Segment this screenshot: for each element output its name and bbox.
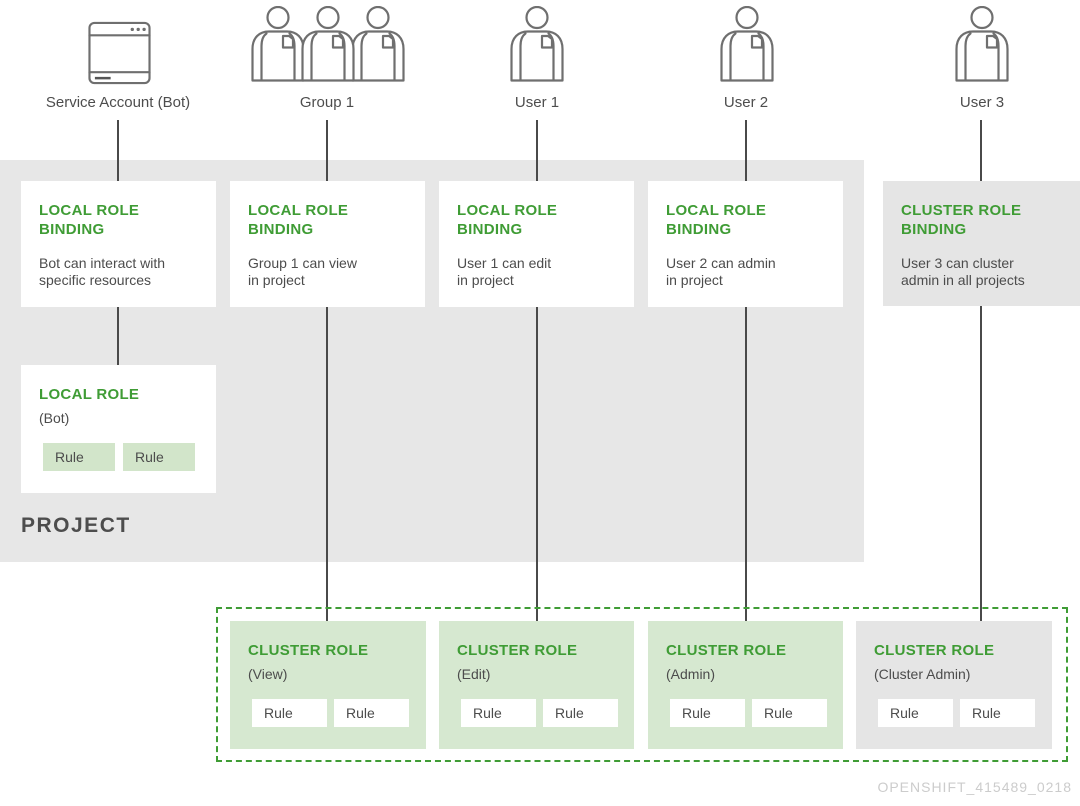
card-title: CLUSTER ROLE BINDING: [901, 202, 1022, 238]
connector-line: [536, 120, 538, 181]
cluster-role-binding-card-user3: CLUSTER ROLE BINDING User 3 can cluster …: [883, 181, 1080, 306]
local-role-binding-card-group1: LOCAL ROLE BINDING Group 1 can view in p…: [230, 181, 425, 307]
person-icon: [717, 5, 777, 87]
cluster-roles-dashed-area: [216, 607, 1068, 762]
actor-label-service-account: Service Account (Bot): [45, 94, 191, 111]
local-role-card: LOCAL ROLE (Bot) Rule Rule: [21, 365, 216, 493]
card-description: User 3 can cluster admin in all projects: [901, 255, 1025, 288]
card-title: CLUSTER ROLE: [457, 642, 578, 659]
card-subtitle: (Admin): [666, 666, 716, 682]
connector-line: [536, 307, 538, 621]
connector-line: [326, 307, 328, 621]
rule-chip: Rule: [123, 443, 195, 471]
card-title: LOCAL ROLE BINDING: [248, 202, 349, 238]
cluster-role-card-edit: CLUSTER ROLE (Edit) Rule Rule: [439, 621, 634, 749]
person-icon: [952, 5, 1012, 87]
connector-line: [117, 120, 119, 181]
card-title: CLUSTER ROLE: [874, 642, 995, 659]
local-role-binding-card-user1: LOCAL ROLE BINDING User 1 can edit in pr…: [439, 181, 634, 307]
card-description: Group 1 can view in project: [248, 255, 357, 288]
card-subtitle: (View): [248, 666, 288, 682]
card-title: CLUSTER ROLE: [666, 642, 787, 659]
rule-chip: Rule: [43, 443, 115, 471]
card-subtitle: (Edit): [457, 666, 491, 682]
actor-label-group1: Group 1: [299, 94, 355, 111]
connector-line: [117, 307, 119, 365]
card-title: LOCAL ROLE BINDING: [39, 202, 140, 238]
card-title: LOCAL ROLE: [39, 386, 140, 403]
card-title: CLUSTER ROLE: [248, 642, 369, 659]
connector-line: [326, 120, 328, 181]
card-title: LOCAL ROLE BINDING: [666, 202, 767, 238]
project-label: PROJECT: [21, 514, 131, 537]
card-title: LOCAL ROLE BINDING: [457, 202, 558, 238]
rule-chip: Rule: [461, 699, 536, 727]
rule-chip: Rule: [252, 699, 327, 727]
rule-chip: Rule: [878, 699, 953, 727]
connector-line: [745, 120, 747, 181]
person-icon: [507, 5, 567, 87]
card-description: User 2 can admin in project: [666, 255, 776, 288]
card-subtitle: (Bot): [39, 410, 70, 426]
card-description: Bot can interact with specific resources: [39, 255, 166, 288]
cluster-role-card-cluster-admin: CLUSTER ROLE (Cluster Admin) Rule Rule: [856, 621, 1052, 749]
watermark-text: OPENSHIFT_415489_0218: [877, 779, 1072, 795]
connector-line: [745, 307, 747, 621]
local-role-binding-card-user2: LOCAL ROLE BINDING User 2 can admin in p…: [648, 181, 843, 307]
rule-chip: Rule: [334, 699, 409, 727]
cluster-role-card-view: CLUSTER ROLE (View) Rule Rule: [230, 621, 426, 749]
local-role-binding-card-bot: LOCAL ROLE BINDING Bot can interact with…: [21, 181, 216, 307]
card-subtitle: (Cluster Admin): [874, 666, 971, 682]
rule-chip: Rule: [752, 699, 827, 727]
browser-window-icon: [88, 21, 151, 90]
rule-chip: Rule: [670, 699, 745, 727]
connector-line: [980, 120, 982, 181]
actor-label-user1: User 1: [514, 94, 560, 111]
rule-chip: Rule: [543, 699, 618, 727]
card-description: User 1 can edit in project: [457, 255, 552, 288]
group-icon: [248, 5, 408, 87]
rule-chip: Rule: [960, 699, 1035, 727]
actor-label-user2: User 2: [723, 94, 769, 111]
actor-label-user3: User 3: [959, 94, 1005, 111]
cluster-role-card-admin: CLUSTER ROLE (Admin) Rule Rule: [648, 621, 843, 749]
connector-line: [980, 306, 982, 621]
